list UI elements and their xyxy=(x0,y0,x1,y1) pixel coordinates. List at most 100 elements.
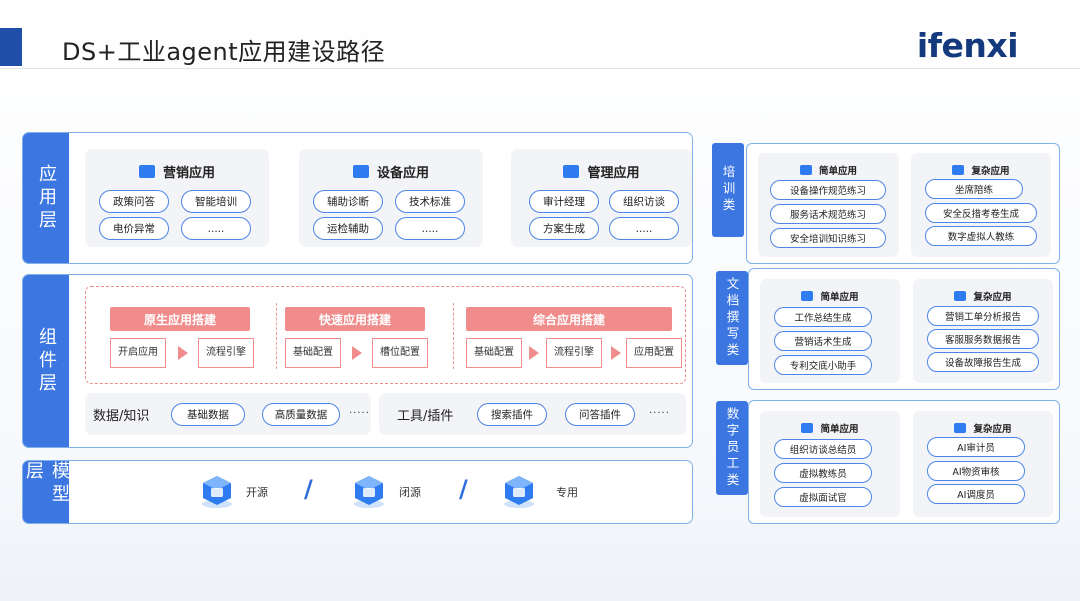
complex-app-card: 复杂应用 AI审计员 AI物资审核 AI调度员 xyxy=(913,411,1053,517)
app-item-more[interactable]: ..... xyxy=(609,217,679,240)
simple-app-card: 简单应用 设备操作规范练习 服务话术规范练习 安全培训知识练习 xyxy=(758,153,899,257)
app-item[interactable]: 工作总结生成 xyxy=(774,307,872,327)
simple-app-card: 简单应用 工作总结生成 营销话术生成 专利交底小助手 xyxy=(760,279,900,383)
app-item-more[interactable]: ..... xyxy=(181,217,251,240)
window-icon xyxy=(797,165,812,177)
component-layer-label: 组件层 xyxy=(36,326,57,396)
build-step: 流程引擎 xyxy=(198,338,254,368)
arrow-right-icon xyxy=(611,346,621,360)
app-item[interactable]: 安全反措考卷生成 xyxy=(925,203,1037,223)
window-icon xyxy=(349,165,369,181)
app-item[interactable]: 政策问答 xyxy=(99,190,169,213)
app-item[interactable]: 安全培训知识练习 xyxy=(770,228,886,248)
app-item[interactable]: 设备操作规范练习 xyxy=(770,180,886,200)
app-item-more[interactable]: ..... xyxy=(395,217,465,240)
card-title: 复杂应用 xyxy=(971,166,1010,177)
arrow-right-icon xyxy=(352,346,362,360)
card-title: 设备应用 xyxy=(376,166,429,181)
app-item[interactable]: 客服服务数据报告 xyxy=(927,329,1039,349)
build-step: 基础配置 xyxy=(285,338,341,368)
native-build-header: 原生应用搭建 xyxy=(110,307,250,331)
data-knowledge-label: 数据/知识 xyxy=(93,409,150,424)
training-category-label: 培训类 xyxy=(712,143,744,237)
window-icon xyxy=(952,291,967,303)
tool-item[interactable]: 问答插件 xyxy=(565,403,635,426)
card-title: 简单应用 xyxy=(818,166,857,177)
app-item[interactable]: 智能培训 xyxy=(181,190,251,213)
app-item[interactable]: 审计经理 xyxy=(529,190,599,213)
header-divider xyxy=(0,68,1080,69)
app-layer-label: 应用层 xyxy=(36,163,57,233)
data-item[interactable]: 基础数据 xyxy=(171,403,245,426)
data-item[interactable]: 高质量数据 xyxy=(262,403,340,426)
app-item[interactable]: 电价异常 xyxy=(99,217,169,240)
ai-model-icon xyxy=(202,476,232,508)
app-item[interactable]: 专利交底小助手 xyxy=(774,355,872,375)
card-title: 简单应用 xyxy=(820,424,859,435)
app-item[interactable]: 设备故障报告生成 xyxy=(927,352,1039,372)
app-item[interactable]: 组织访谈 xyxy=(609,190,679,213)
card-title: 管理应用 xyxy=(587,166,640,181)
model-dedicated: 专用 xyxy=(556,486,578,499)
build-divider xyxy=(276,303,277,369)
window-icon xyxy=(952,423,967,435)
app-item[interactable]: AI调度员 xyxy=(927,484,1025,504)
build-step: 基础配置 xyxy=(466,338,522,368)
app-layer-panel: 应用层 营销应用 政策问答 智能培训 电价异常 ..... 设备应用 辅助诊断 … xyxy=(22,132,693,264)
comprehensive-build-header: 综合应用搭建 xyxy=(466,307,672,331)
app-item[interactable]: 坐席陪练 xyxy=(925,179,1023,199)
model-layer-label: 模型层 xyxy=(23,461,70,507)
app-item[interactable]: 组织访谈总结员 xyxy=(774,439,872,459)
model-open-source: 开源 xyxy=(246,486,268,499)
model-closed-source: 闭源 xyxy=(399,486,421,499)
model-separator: / xyxy=(304,475,313,503)
card-title: 复杂应用 xyxy=(973,424,1012,435)
card-title: 复杂应用 xyxy=(973,292,1012,303)
ifenxi-logo: ifenxi xyxy=(916,26,1019,65)
app-item[interactable]: AI物资审核 xyxy=(927,461,1025,481)
component-layer-panel: 组件层 原生应用搭建 开启应用 流程引擎 快速应用搭建 基础配置 槽位配置 综合… xyxy=(22,274,693,448)
digital-employee-category-label: 数字员工类 xyxy=(716,401,748,495)
simple-app-card: 简单应用 组织访谈总结员 虚拟教练员 虚拟面试官 xyxy=(760,411,900,517)
document-category-label: 文档撰写类 xyxy=(716,271,748,365)
complex-app-card: 复杂应用 坐席陪练 安全反措考卷生成 数字虚拟人教练 xyxy=(911,153,1051,257)
window-icon xyxy=(560,165,580,181)
page-title: DS+工业agent应用建设路径 xyxy=(62,38,386,66)
tools-more: ..... xyxy=(649,405,670,416)
marketing-app-card: 营销应用 政策问答 智能培训 电价异常 ..... xyxy=(85,149,269,247)
app-item[interactable]: 技术标准 xyxy=(395,190,465,213)
card-title: 营销应用 xyxy=(162,166,215,181)
build-step: 流程引擎 xyxy=(546,338,602,368)
app-item[interactable]: 运检辅助 xyxy=(313,217,383,240)
app-item[interactable]: 方案生成 xyxy=(529,217,599,240)
document-panel: 简单应用 工作总结生成 营销话术生成 专利交底小助手 复杂应用 营销工单分析报告… xyxy=(748,268,1060,390)
digital-employee-panel: 简单应用 组织访谈总结员 虚拟教练员 虚拟面试官 复杂应用 AI审计员 AI物资… xyxy=(748,400,1060,524)
app-item[interactable]: AI审计员 xyxy=(927,437,1025,457)
build-step: 应用配置 xyxy=(626,338,682,368)
management-app-card: 管理应用 审计经理 组织访谈 方案生成 ..... xyxy=(511,149,692,247)
model-separator: / xyxy=(459,475,468,503)
app-item[interactable]: 辅助诊断 xyxy=(313,190,383,213)
training-panel: 简单应用 设备操作规范练习 服务话术规范练习 安全培训知识练习 复杂应用 坐席陪… xyxy=(746,143,1060,264)
app-item[interactable]: 服务话术规范练习 xyxy=(770,204,886,224)
window-icon xyxy=(950,165,965,177)
arrow-right-icon xyxy=(529,346,539,360)
build-divider xyxy=(453,303,454,369)
tools-plugins-label: 工具/插件 xyxy=(397,409,454,424)
ai-model-icon xyxy=(354,476,384,508)
data-more: ..... xyxy=(349,405,370,416)
app-item[interactable]: 虚拟面试官 xyxy=(774,487,872,507)
model-layer-panel: 模型层 开源 / 闭源 / 专用 xyxy=(22,460,693,524)
build-step: 开启应用 xyxy=(110,338,166,368)
window-icon xyxy=(799,423,814,435)
app-item[interactable]: 营销话术生成 xyxy=(774,331,872,351)
complex-app-card: 复杂应用 营销工单分析报告 客服服务数据报告 设备故障报告生成 xyxy=(913,279,1053,383)
app-item[interactable]: 数字虚拟人教练 xyxy=(925,226,1037,246)
app-item[interactable]: 营销工单分析报告 xyxy=(927,306,1039,326)
tools-plugins-row: 工具/插件 搜索插件 问答插件 ..... xyxy=(379,393,686,435)
build-step: 槽位配置 xyxy=(372,338,428,368)
arrow-right-icon xyxy=(178,346,188,360)
data-knowledge-row: 数据/知识 基础数据 高质量数据 ..... xyxy=(85,393,371,435)
tool-item[interactable]: 搜索插件 xyxy=(477,403,547,426)
app-item[interactable]: 虚拟教练员 xyxy=(774,463,872,483)
